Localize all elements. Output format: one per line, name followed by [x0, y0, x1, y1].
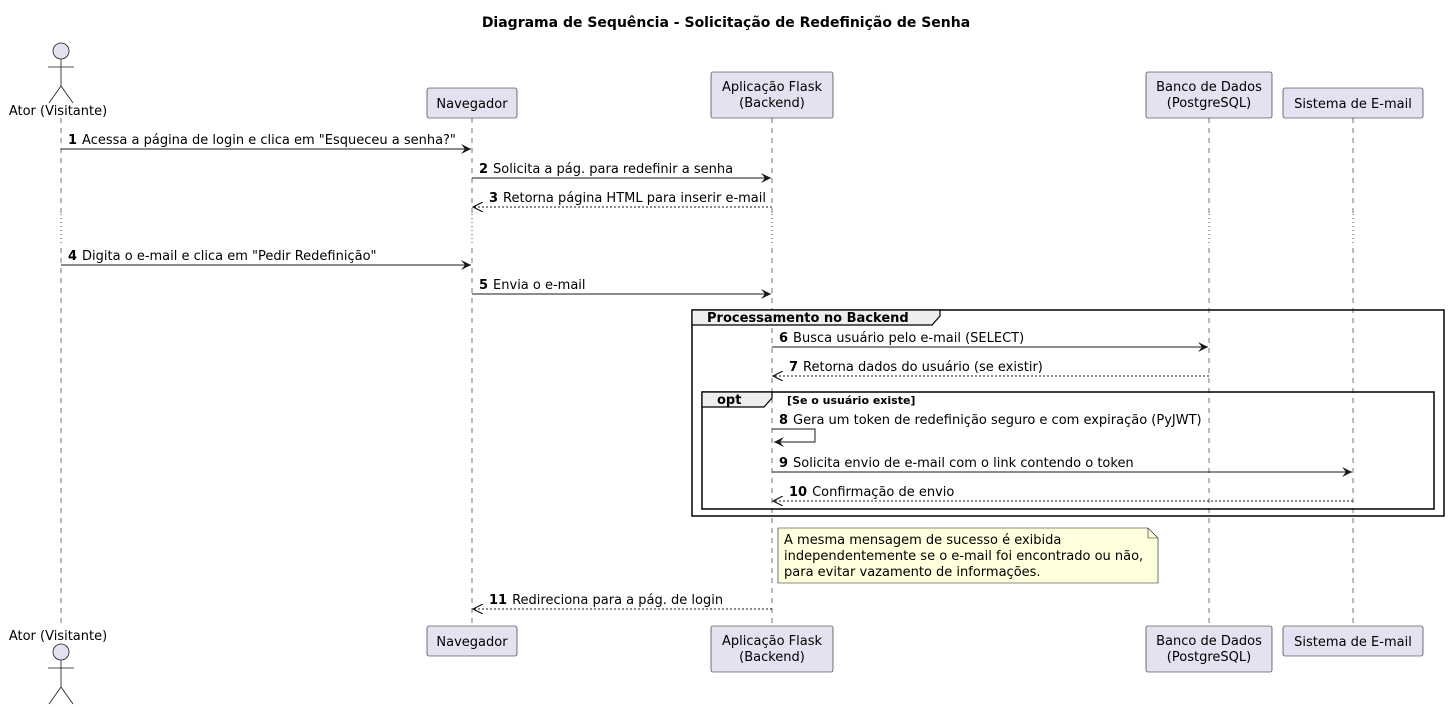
message-number: 3: [489, 191, 498, 206]
message-arrow: [772, 428, 816, 447]
participant-label: Navegador: [436, 97, 508, 112]
participant-nav-bottom: Navegador: [426, 625, 518, 657]
participant-box: [1145, 625, 1273, 673]
participant-label: Ator (Visitante): [9, 104, 107, 119]
message-text: Digita o e-mail e clica em "Pedir Redefi…: [82, 249, 376, 264]
group-frame-backend: Processamento no Backend: [691, 309, 1445, 517]
participant-mail-bottom: Sistema de E-mail: [1282, 625, 1424, 657]
message-4: 4 Digita o e-mail e clica em "Pedir Redef…: [61, 249, 471, 270]
message-3: 3 Retorna página HTML para inserir e-mail: [473, 191, 772, 207]
diagram-title: Diagrama de Sequência - Solicitação de R…: [482, 15, 970, 31]
message-number: 1: [68, 133, 77, 148]
participant-label: (PostgreSQL): [1167, 650, 1251, 665]
participant-label: Aplicação Flask: [722, 634, 823, 649]
message-label: 5 Envia o e-mail: [479, 278, 586, 293]
actor-figure-icon: [48, 42, 74, 104]
group-label: opt: [717, 393, 741, 408]
message-text: Retorna dados do usuário (se existir): [803, 360, 1043, 375]
participant-flask-bottom: Aplicação Flask(Backend): [710, 625, 834, 673]
message-number: 2: [479, 162, 488, 177]
participant-nav-top: Navegador: [426, 87, 518, 119]
message-number: 6: [779, 331, 788, 346]
participant-label: Sistema de E-mail: [1294, 635, 1412, 650]
message-label: 3 Retorna página HTML para inserir e-mail: [489, 191, 766, 206]
note-line: para evitar vazamento de informações.: [784, 565, 1041, 580]
message-label: 6 Busca usuário pelo e-mail (SELECT): [779, 331, 1024, 346]
message-number: 9: [779, 456, 788, 471]
participant-db-bottom: Banco de Dados(PostgreSQL): [1145, 625, 1273, 673]
participant-box: [426, 625, 518, 657]
message-number: 8: [779, 413, 788, 428]
message-number: 7: [789, 360, 798, 375]
message-8: 8 Gera um token de redefinição seguro e c…: [772, 413, 1202, 447]
message-number: 5: [479, 278, 488, 293]
participant-label: Ator (Visitante): [9, 629, 107, 644]
participants-top: Ator (Visitante) Navegador Aplicação Flask…: [9, 42, 1424, 119]
message-text: Solicita envio de e-mail com o link cont…: [793, 456, 1134, 471]
message-label: 11 Redireciona para a pág. de login: [489, 593, 723, 608]
participant-mail-top: Sistema de E-mail: [1282, 87, 1424, 119]
message-text: Busca usuário pelo e-mail (SELECT): [793, 331, 1024, 346]
message-10: 10 Confirmação de envio: [773, 485, 1353, 501]
participant-box: [710, 71, 834, 119]
participant-box: [710, 625, 834, 673]
message-label: 2 Solicita a pág. para redefinir a senha: [479, 162, 733, 177]
participant-label: (Backend): [739, 650, 805, 665]
message-text: Retorna página HTML para inserir e-mail: [503, 191, 766, 206]
participant-label: Banco de Dados: [1156, 634, 1262, 649]
message-5: 5 Envia o e-mail: [472, 278, 771, 299]
message-text: Solicita a pág. para redefinir a senha: [493, 162, 733, 177]
group-frames: Processamento no Backend opt [Se o usuário…: [691, 309, 1445, 517]
message-text: Acessa a página de login e clica em "Esq…: [82, 133, 456, 148]
message-1: 1 Acessa a página de login e clica em "Es…: [61, 133, 471, 154]
participant-label: Aplicação Flask: [722, 80, 823, 95]
participant-ator-top: Ator (Visitante): [9, 42, 107, 119]
message-label: 7 Retorna dados do usuário (se existir): [789, 360, 1043, 375]
message-label: 8 Gera um token de redefinição seguro e c…: [779, 413, 1202, 428]
group-label: Processamento no Backend: [707, 311, 909, 326]
delay-gap: [58, 214, 1356, 244]
message-text: Envia o e-mail: [493, 278, 586, 293]
note-layer: A mesma mensagem de sucesso é exibidaind…: [777, 527, 1159, 584]
message-number: 10: [789, 485, 807, 500]
message-number: 11: [489, 593, 507, 608]
note-line: independentemente se o e-mail foi encont…: [784, 549, 1143, 564]
message-text: Redireciona para a pág. de login: [512, 593, 723, 608]
participant-box: [1282, 625, 1424, 657]
participant-label: Sistema de E-mail: [1294, 97, 1412, 112]
participant-label: Navegador: [436, 635, 508, 650]
participants-bottom: Ator (Visitante) Navegador Aplicação Flask…: [9, 625, 1424, 705]
participant-db-top: Banco de Dados(PostgreSQL): [1145, 71, 1273, 119]
message-label: 4 Digita o e-mail e clica em "Pedir Redef…: [68, 249, 377, 264]
message-label: 10 Confirmação de envio: [789, 485, 954, 500]
group-condition: [Se o usuário existe]: [787, 394, 915, 407]
participant-box: [1282, 87, 1424, 119]
message-11: 11 Redireciona para a pág. de login: [473, 593, 772, 609]
message-7: 7 Retorna dados do usuário (se existir): [773, 360, 1209, 376]
message-9: 9 Solicita envio de e-mail com o link con…: [772, 456, 1352, 477]
messages: 1 Acessa a página de login e clica em "Es…: [61, 133, 1353, 609]
message-text: Gera um token de redefinição seguro e co…: [793, 413, 1202, 428]
participant-label: Banco de Dados: [1156, 80, 1262, 95]
participant-box: [426, 87, 518, 119]
note: A mesma mensagem de sucesso é exibidaind…: [777, 527, 1159, 584]
message-number: 4: [68, 249, 77, 264]
message-2: 2 Solicita a pág. para redefinir a senha: [472, 162, 771, 183]
message-6: 6 Busca usuário pelo e-mail (SELECT): [772, 331, 1208, 352]
message-text: Confirmação de envio: [812, 485, 954, 500]
group-frame-opt: opt [Se o usuário existe]: [701, 391, 1435, 510]
message-label: 1 Acessa a página de login e clica em "Es…: [68, 133, 456, 148]
participant-label: (Backend): [739, 96, 805, 111]
participant-label: (PostgreSQL): [1167, 96, 1251, 111]
participant-box: [1145, 71, 1273, 119]
participant-ator-bottom: Ator (Visitante): [9, 629, 107, 705]
actor-figure-icon: [48, 643, 74, 705]
participant-flask-top: Aplicação Flask(Backend): [710, 71, 834, 119]
note-line: A mesma mensagem de sucesso é exibida: [784, 533, 1061, 548]
message-label: 9 Solicita envio de e-mail com o link con…: [779, 456, 1134, 471]
